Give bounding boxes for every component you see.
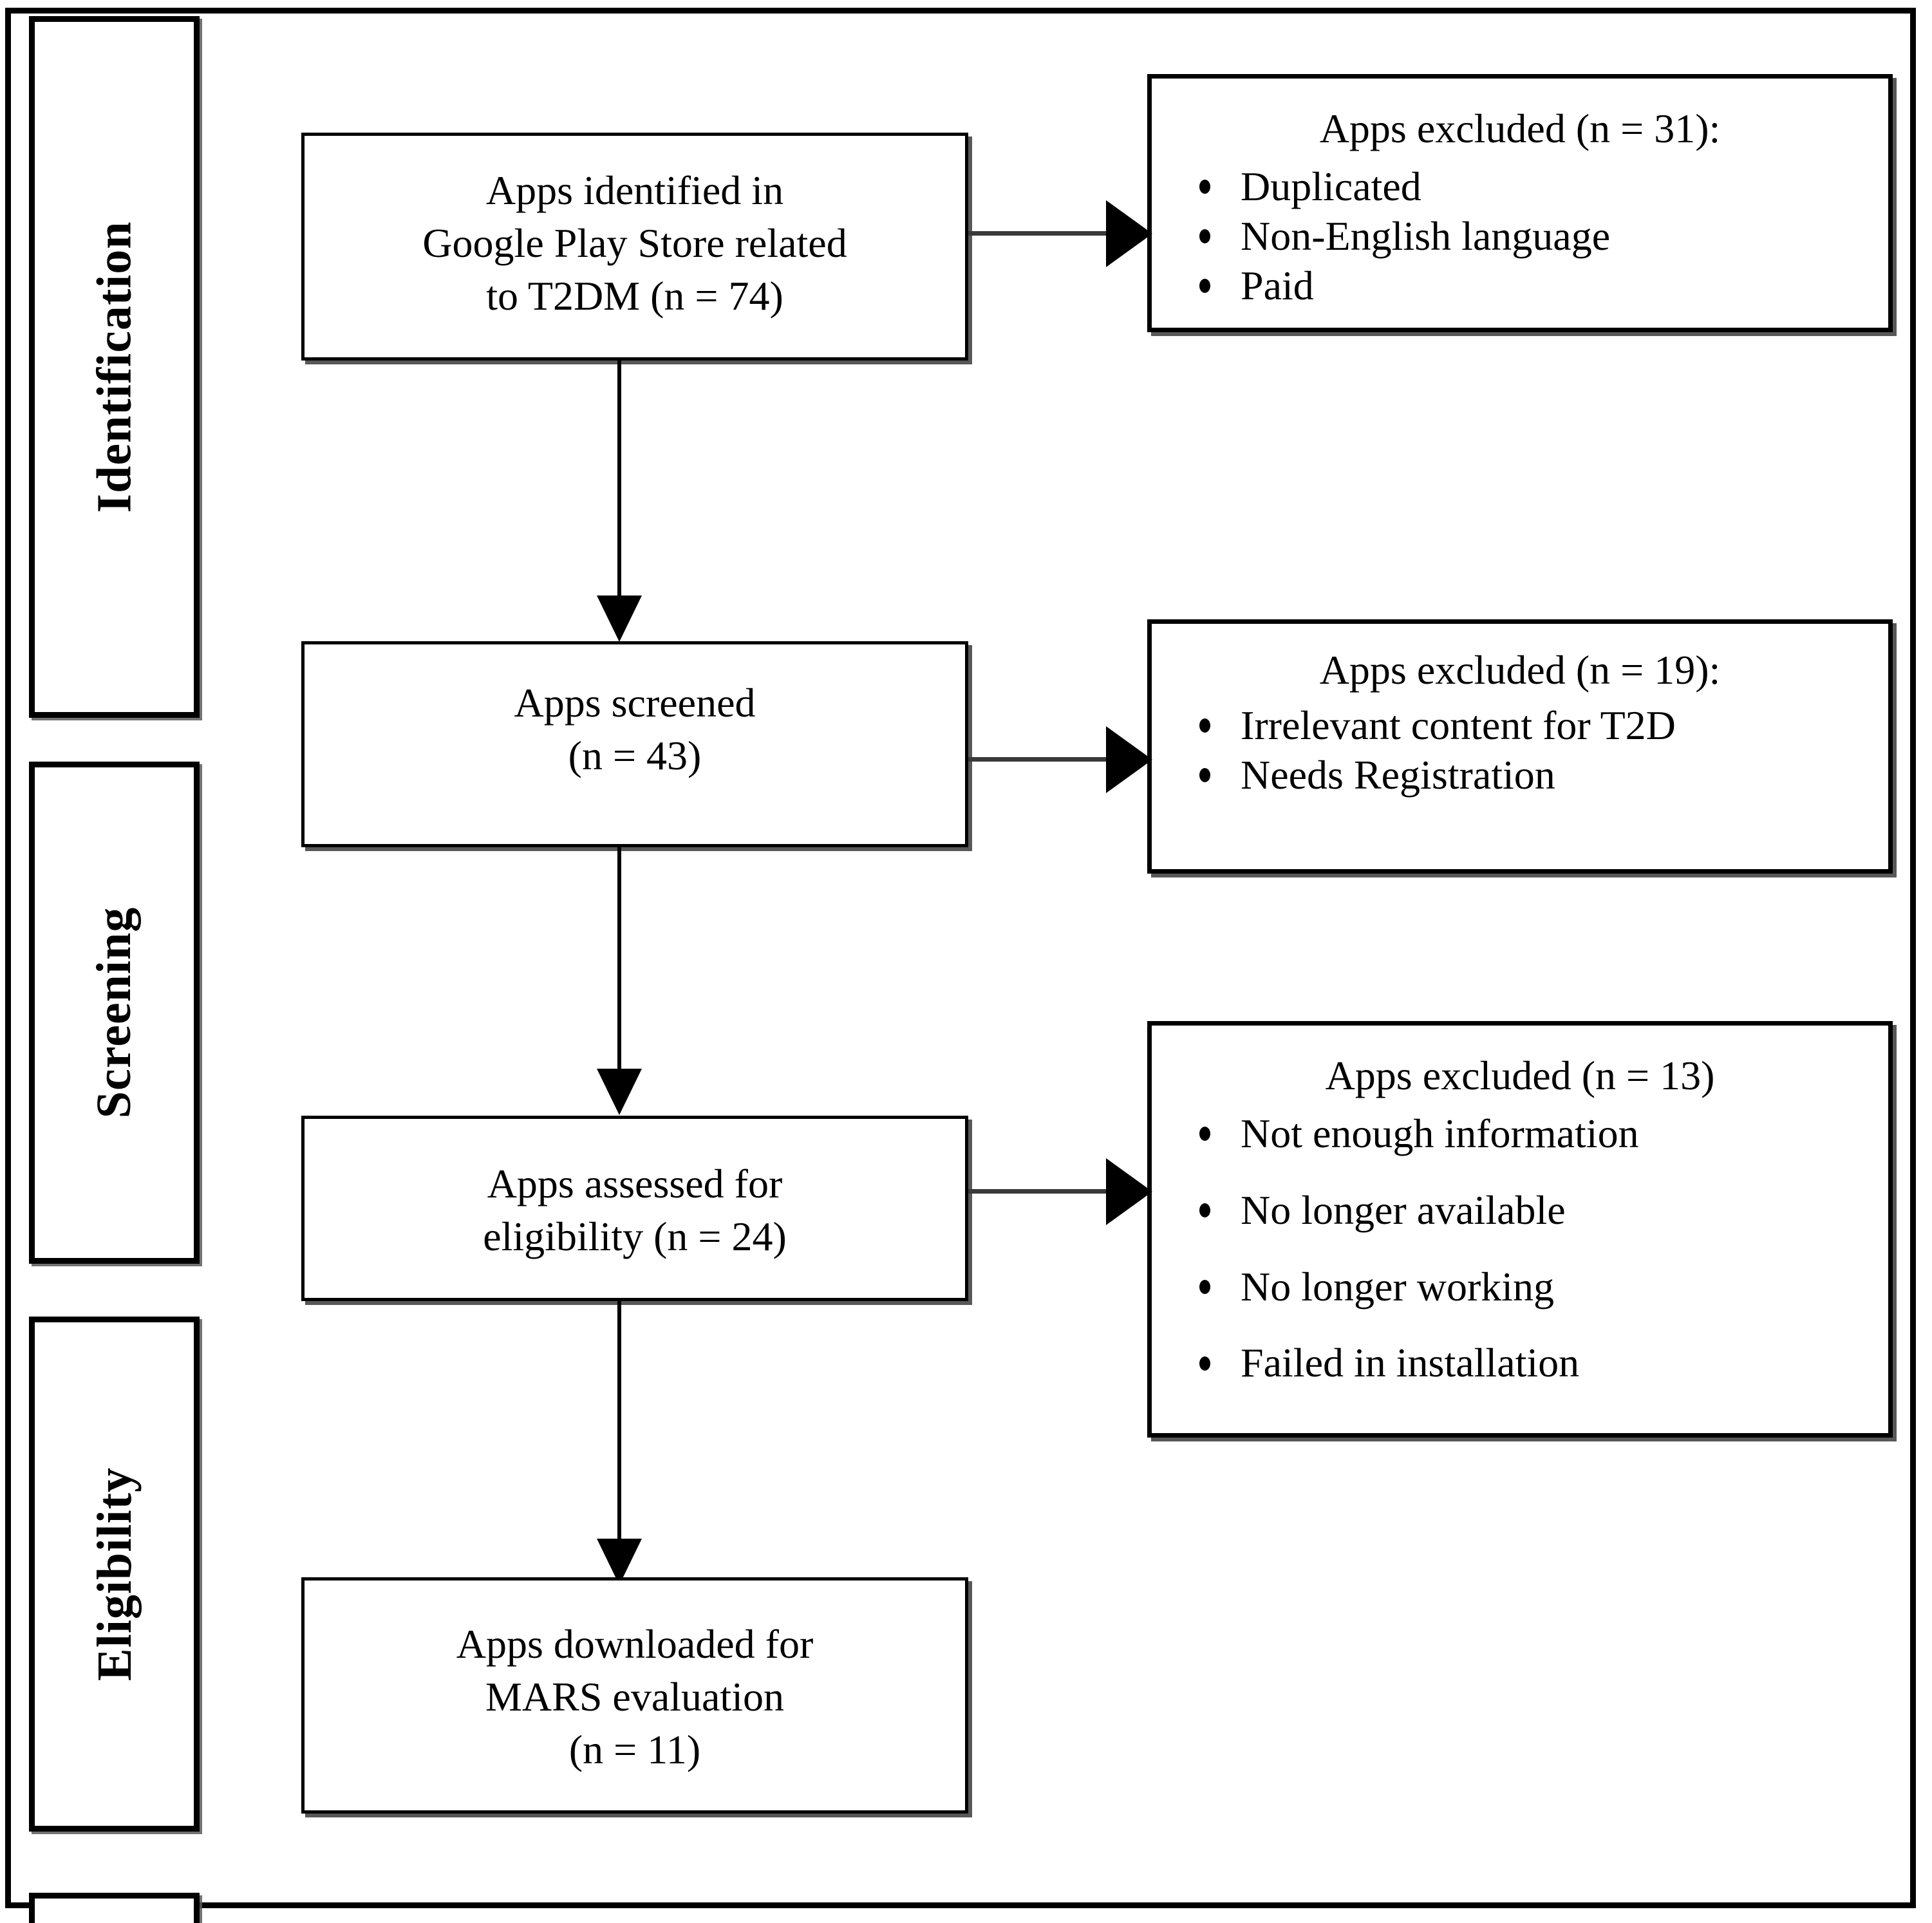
apps-identified-line-1: Apps identified in — [485, 167, 784, 213]
stage-box-eligibility: Eligibility — [29, 1317, 200, 1832]
arrowhead-screening-exclusion — [1106, 726, 1152, 793]
bullet-icon — [1199, 1356, 1210, 1371]
exclusion-list-eligibility: Not enough information No longer availab… — [1190, 1109, 1875, 1388]
arrowhead-identification-exclusion — [1106, 200, 1152, 267]
apps-identified-line-3: to T2DM (n = 74) — [486, 272, 783, 319]
exclusion-box-screening: Apps excluded (n = 19): Irrelevant conte… — [1147, 619, 1893, 874]
flow-box-apps-screened: Apps screened (n = 43) — [301, 641, 968, 847]
exclusion-list-identification: Duplicated Non-English language Paid — [1190, 162, 1875, 310]
exclusion-title-eligibility: Apps excluded (n = 13) — [1325, 1053, 1715, 1098]
list-item: Paid — [1190, 261, 1875, 311]
exclusion-reason-text: Paid — [1241, 262, 1314, 308]
bullet-icon — [1199, 768, 1210, 783]
stage-label-eligibility: Eligibility — [87, 1467, 142, 1681]
arrowhead-eligibility — [597, 1069, 642, 1115]
apps-downloaded-line-2: MARS evaluation — [485, 1673, 784, 1720]
flow-box-apps-downloaded: Apps downloaded for MARS evaluation (n =… — [301, 1577, 968, 1814]
apps-assessed-line-2: eligibility (n = 24) — [483, 1213, 787, 1259]
bullet-icon — [1199, 278, 1210, 293]
bullet-icon — [1199, 180, 1210, 194]
apps-screened-line-1: Apps screened — [514, 680, 756, 726]
list-item: Non-English language — [1190, 212, 1875, 261]
list-item: Not enough information — [1190, 1109, 1875, 1159]
arrowhead-eligibility-exclusion — [1106, 1158, 1152, 1225]
exclusion-reason-text: No longer working — [1241, 1263, 1555, 1309]
arrowhead-screening — [597, 596, 642, 642]
exclusion-reason-text: Not enough information — [1241, 1111, 1639, 1156]
bullet-icon — [1199, 718, 1210, 733]
exclusion-title-identification: Apps excluded (n = 31): — [1319, 106, 1721, 151]
arrow-line-eligibility-exclusion — [968, 1189, 1111, 1194]
apps-assessed-line-1: Apps assessed for — [487, 1161, 783, 1206]
arrow-line-screening-exclusion — [968, 757, 1111, 762]
arrow-line-identification-exclusion — [968, 231, 1111, 236]
connector-identification-to-screening — [617, 361, 621, 602]
list-item: Duplicated — [1190, 162, 1875, 212]
connector-screening-to-eligibility — [617, 847, 621, 1079]
stage-label-screening: Screening — [87, 906, 142, 1119]
list-item: No longer available — [1190, 1186, 1875, 1235]
exclusion-reason-text: Failed in installation — [1241, 1340, 1580, 1386]
connector-eligibility-to-included — [617, 1301, 621, 1546]
exclusion-box-identification: Apps excluded (n = 31): Duplicated Non-E… — [1147, 74, 1893, 332]
list-item: Irrelevant content for T2D — [1190, 701, 1875, 751]
exclusion-reason-text: No longer available — [1241, 1187, 1566, 1233]
exclusion-reason-text: Non-English language — [1241, 212, 1611, 259]
stage-label-identification: Identification — [87, 221, 142, 513]
exclusion-list-screening: Irrelevant content for T2D Needs Registr… — [1190, 701, 1875, 800]
apps-downloaded-line-3: (n = 11) — [568, 1726, 701, 1772]
stage-box-identification: Identification — [29, 16, 200, 718]
exclusion-reason-text: Irrelevant content for T2D — [1241, 702, 1676, 748]
bullet-icon — [1199, 229, 1210, 244]
stage-box-included: Included — [29, 1893, 200, 1923]
exclusion-title-screening: Apps excluded (n = 19): — [1319, 647, 1721, 693]
stage-box-screening: Screening — [29, 762, 200, 1264]
bullet-icon — [1199, 1203, 1210, 1218]
exclusion-reason-text: Duplicated — [1241, 164, 1421, 209]
flow-box-apps-identified: Apps identified in Google Play Store rel… — [301, 133, 968, 361]
exclusion-box-eligibility: Apps excluded (n = 13) Not enough inform… — [1147, 1021, 1893, 1438]
list-item: Failed in installation — [1190, 1338, 1875, 1388]
list-item: No longer working — [1190, 1262, 1875, 1312]
exclusion-reason-text: Needs Registration — [1241, 751, 1555, 798]
bullet-icon — [1199, 1127, 1210, 1141]
flow-box-apps-assessed: Apps assessed for eligibility (n = 24) — [301, 1116, 968, 1301]
list-item: Needs Registration — [1190, 751, 1875, 800]
apps-screened-line-2: (n = 43) — [568, 732, 702, 778]
apps-downloaded-line-1: Apps downloaded for — [456, 1621, 814, 1667]
bullet-icon — [1199, 1279, 1210, 1294]
apps-identified-line-2: Google Play Store related — [422, 220, 847, 266]
